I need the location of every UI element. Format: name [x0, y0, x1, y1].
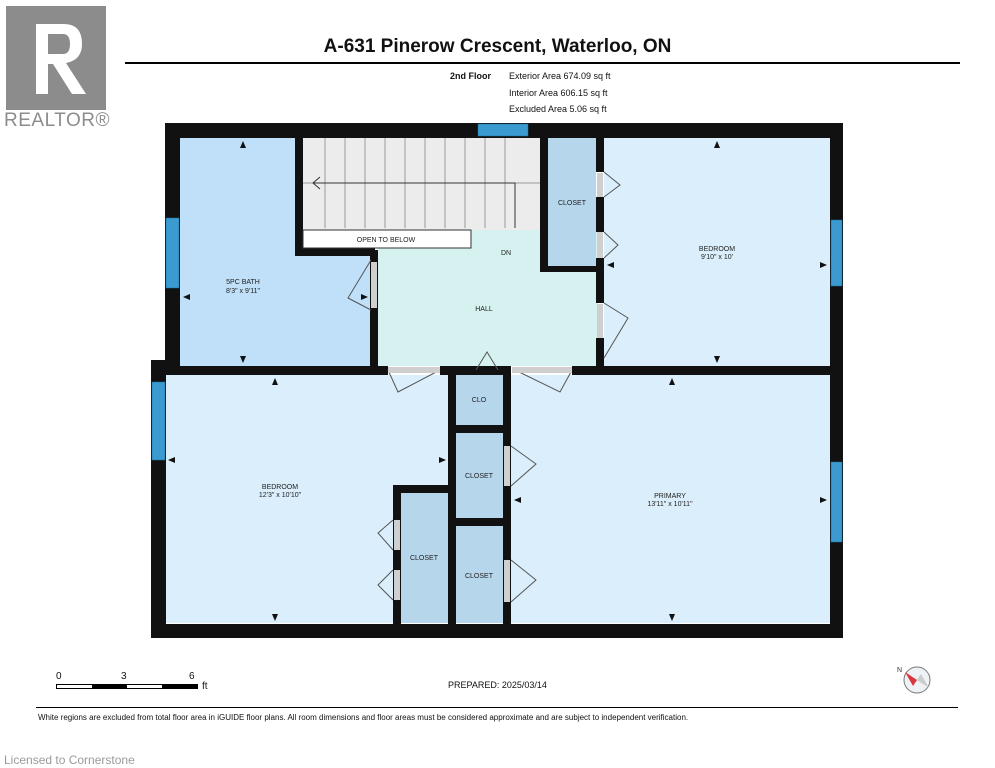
closet-sw-label: CLOSET — [410, 555, 439, 562]
scale-bar — [56, 684, 198, 689]
svg-text:N: N — [897, 667, 902, 674]
license-watermark: Licensed to Cornerstone — [4, 753, 135, 767]
closet-top — [548, 138, 596, 266]
primary-dims: 13'11" x 10'11" — [647, 501, 693, 508]
open-to-below-label: OPEN TO BELOW — [357, 237, 416, 244]
bedroom-sw-dims: 12'3" x 10'10" — [259, 492, 302, 499]
closet-sw — [400, 492, 448, 623]
doors — [347, 171, 629, 603]
windows — [151, 123, 843, 543]
disclaimer-text: White regions are excluded from total fl… — [38, 713, 689, 722]
stairs-down-label: DN — [501, 250, 511, 257]
bedroom-sw-label: BEDROOM — [262, 484, 298, 491]
walls — [151, 123, 843, 638]
bedroom-ne-dims: 9'10" x 10' — [701, 254, 733, 261]
scale-label-3: 3 — [121, 671, 127, 682]
bath-dims: 8'3" x 9'11" — [226, 288, 260, 295]
bedroom-ne — [604, 138, 830, 366]
page-title: A-631 Pinerow Crescent, Waterloo, ON — [323, 36, 672, 57]
bedroom-ne-label: BEDROOM — [699, 246, 735, 253]
exterior-area: Exterior Area 674.09 sq ft — [509, 71, 611, 81]
floor-label: 2nd Floor — [450, 71, 491, 81]
interior-area: Interior Area 606.15 sq ft — [509, 88, 608, 98]
primary-room — [511, 375, 830, 623]
north-arrow-icon: N — [895, 662, 935, 698]
door-jambs — [371, 173, 603, 602]
closet-low — [456, 526, 503, 623]
stair-area — [302, 138, 542, 230]
dimension-markers — [168, 141, 827, 621]
stair-direction-arrow — [313, 182, 516, 228]
closet-top-label: CLOSET — [558, 200, 587, 207]
footer-divider — [36, 707, 958, 708]
open-to-below-rail — [302, 229, 472, 249]
clo-closet — [456, 375, 503, 425]
closet-mid-label: CLOSET — [465, 473, 494, 480]
clo-label: CLO — [472, 397, 487, 404]
scale-label-0: 0 — [56, 671, 62, 682]
title-divider — [125, 62, 960, 64]
primary-label: PRIMARY — [654, 493, 686, 500]
realtor-r-logo-icon — [6, 6, 106, 110]
bath-label: 5PC BATH — [226, 279, 260, 286]
prepared-date: PREPARED: 2025/03/14 — [448, 680, 547, 690]
hall-label: HALL — [475, 306, 493, 313]
scale-label-6: 6 — [189, 671, 195, 682]
closet-mid — [456, 433, 503, 518]
excluded-area: Excluded Area 5.06 sq ft — [509, 104, 607, 114]
realtor-logo-text: REALTOR® — [4, 110, 110, 131]
closet-low-label: CLOSET — [465, 573, 494, 580]
scale-unit: ft — [202, 681, 208, 692]
